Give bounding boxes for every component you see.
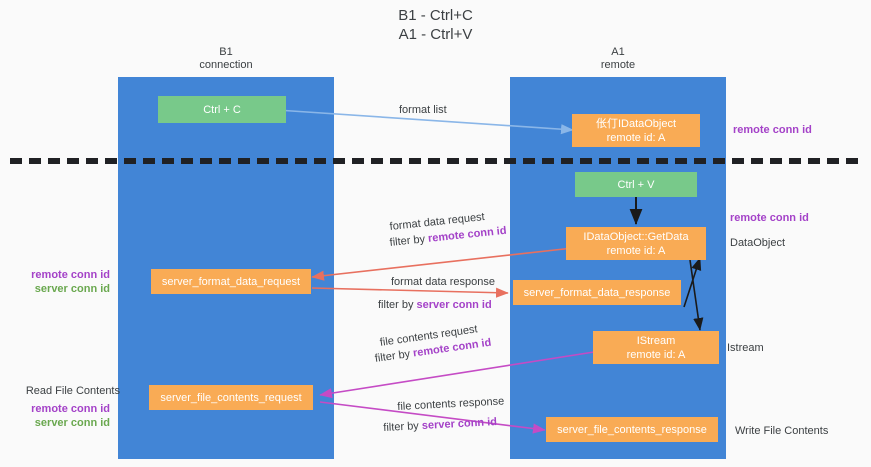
edge-label-file-contents-response: file contents response: [397, 395, 505, 413]
annotation-right-write-file-contents: Write File Contents: [735, 425, 829, 437]
annotation-left-server-conn-id-1: server conn id: [34, 283, 110, 295]
annotation-right-remote-conn-id-top: remote conn id: [733, 124, 812, 136]
edge-label-format-data-response-filter: filter by server conn id: [378, 298, 492, 312]
node-server-format-data-request[interactable]: server_format_data_request: [151, 269, 311, 294]
filter-prefix-3: filter by: [374, 347, 414, 365]
node-server-file-contents-request-label: server_file_contents_request: [160, 391, 302, 404]
annotation-right-remote-conn-id-mid: remote conn id: [730, 212, 809, 224]
node-idataobject-getdata[interactable]: IDataObject::GetData remote id: A: [566, 227, 706, 260]
annotation-left-remote-conn-id-2: remote conn id: [31, 403, 110, 415]
annotation-left-server-conn-id-2: server conn id: [34, 417, 110, 429]
filter-prefix-4: filter by: [383, 419, 423, 434]
filter-key-server-conn-id-2: server conn id: [421, 416, 498, 432]
column-header-b1-name: B1: [219, 46, 233, 58]
node-idataobject-getdata-line2: remote id: A: [606, 244, 666, 257]
filter-prefix-2: filter by: [378, 299, 417, 311]
node-idataobject-create[interactable]: 伥仃IDataObject remote id: A: [572, 114, 700, 147]
annotation-left-remote-conn-id-1: remote conn id: [31, 269, 110, 281]
column-header-a1: A1 remote: [510, 46, 726, 72]
node-server-file-contents-response[interactable]: server_file_contents_response: [546, 417, 718, 442]
node-server-format-data-response[interactable]: server_format_data_response: [513, 280, 681, 305]
annotation-right-dataobject: DataObject: [730, 237, 786, 249]
column-header-a1-role: remote: [600, 59, 636, 71]
node-server-format-data-request-label: server_format_data_request: [161, 275, 301, 288]
column-header-a1-name: A1: [611, 46, 625, 58]
annotation-right-istream: Istream: [727, 342, 764, 354]
node-server-format-data-response-label: server_format_data_response: [523, 286, 671, 299]
edge-label-format-list: format list: [399, 104, 447, 116]
edge-label-format-data-response: format data response: [391, 276, 495, 288]
node-ctrl-c[interactable]: Ctrl + C: [158, 96, 286, 123]
annotation-left-read-file-contents: Read File Contents: [25, 385, 120, 397]
node-istream-line2: remote id: A: [626, 348, 686, 361]
node-istream-line1: IStream: [636, 334, 676, 347]
column-header-b1: B1 connection: [118, 46, 334, 72]
node-idataobject-create-line2: remote id: A: [606, 131, 666, 144]
node-idataobject-getdata-line1: IDataObject::GetData: [583, 230, 689, 243]
diagram-title: B1 - Ctrl+C A1 - Ctrl+V: [0, 6, 871, 44]
node-idataobject-create-line1: 伥仃IDataObject: [595, 117, 677, 130]
node-ctrl-v-label: Ctrl + V: [617, 178, 655, 191]
node-istream[interactable]: IStream remote id: A: [593, 331, 719, 364]
filter-prefix-1: filter by: [389, 232, 429, 249]
column-header-b1-role: connection: [199, 59, 253, 71]
filter-key-server-conn-id-1: server conn id: [416, 299, 492, 311]
edge-label-file-contents-response-filter: filter by server conn id: [383, 415, 497, 435]
node-ctrl-v[interactable]: Ctrl + V: [575, 172, 697, 197]
node-server-file-contents-request[interactable]: server_file_contents_request: [149, 385, 313, 410]
node-ctrl-c-label: Ctrl + C: [203, 103, 241, 116]
title-line-2: A1 - Ctrl+V: [398, 26, 473, 43]
title-line-1: B1 - Ctrl+C: [398, 7, 473, 24]
node-server-file-contents-response-label: server_file_contents_response: [557, 423, 707, 436]
